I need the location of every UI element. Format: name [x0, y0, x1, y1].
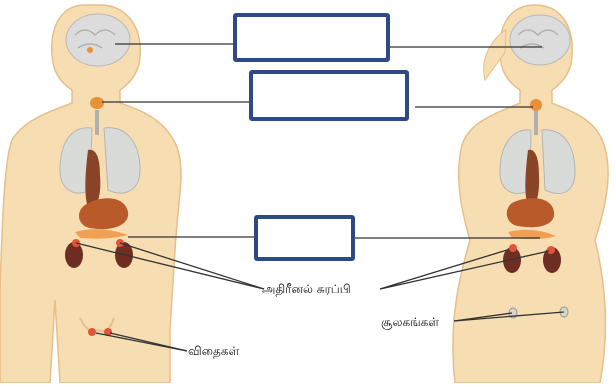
- male-testis-left: [88, 328, 96, 336]
- female-ponytail: [484, 30, 506, 80]
- label-adrenal-gland: அதிரீனல் சுரப்பி: [262, 282, 351, 298]
- female-thyroid: [530, 99, 542, 111]
- label-testes: விதைகள்: [188, 344, 239, 360]
- female-stomach: [507, 198, 554, 227]
- answer-box-1[interactable]: [233, 13, 390, 62]
- female-adrenal-right: [547, 246, 555, 254]
- answer-box-2[interactable]: [249, 70, 409, 121]
- male-figure: [0, 5, 181, 383]
- female-liver: [525, 150, 539, 206]
- label-ovaries: சூலகங்கள்: [381, 315, 439, 331]
- female-brain: [510, 15, 570, 65]
- female-figure: [453, 5, 608, 383]
- male-brain: [66, 14, 130, 66]
- female-adrenal-left: [509, 244, 517, 252]
- male-thyroid: [90, 97, 104, 109]
- male-pituitary: [87, 47, 93, 53]
- answer-box-3[interactable]: [254, 215, 355, 261]
